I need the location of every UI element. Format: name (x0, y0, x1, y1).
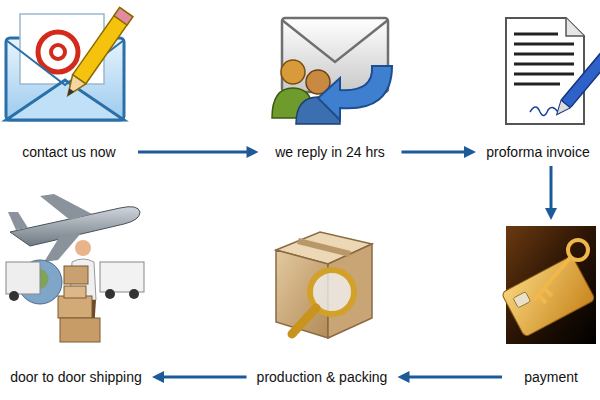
invoice-icon (506, 18, 600, 124)
arrow-line (162, 376, 247, 379)
step-node: contact us now (4, 8, 134, 162)
step-label: payment (520, 367, 582, 387)
arrow-line (138, 151, 249, 154)
step-node: proforma invoice (480, 14, 596, 162)
step-node: payment (506, 224, 596, 387)
flow-arrow (402, 146, 477, 158)
arrow-head (152, 371, 164, 383)
arrow-head (398, 371, 410, 383)
arrow-head (247, 146, 259, 158)
flow-arrow (152, 371, 247, 383)
arrow-head (545, 208, 557, 220)
arrow-line (550, 166, 553, 210)
step-node: door to door shipping (4, 196, 148, 387)
arrow-line (408, 376, 503, 379)
payment-card-icon (501, 226, 596, 344)
step-label: door to door shipping (6, 367, 146, 387)
email-icon (6, 8, 133, 120)
flow-arrow (545, 166, 557, 220)
shipping-icon (6, 194, 144, 342)
flow-arrow (138, 146, 259, 158)
step-label: contact us now (18, 142, 119, 162)
arrow-line (402, 151, 467, 154)
package-icon (276, 232, 372, 338)
arrow-head (464, 146, 476, 158)
step-node: we reply in 24 hrs (263, 12, 398, 162)
step-label: proforma invoice (482, 142, 594, 162)
flow-arrow (398, 371, 503, 383)
step-node: production & packing (251, 226, 394, 387)
reply-icon (272, 18, 392, 124)
step-label: we reply in 24 hrs (271, 142, 389, 162)
step-label: production & packing (253, 367, 392, 387)
